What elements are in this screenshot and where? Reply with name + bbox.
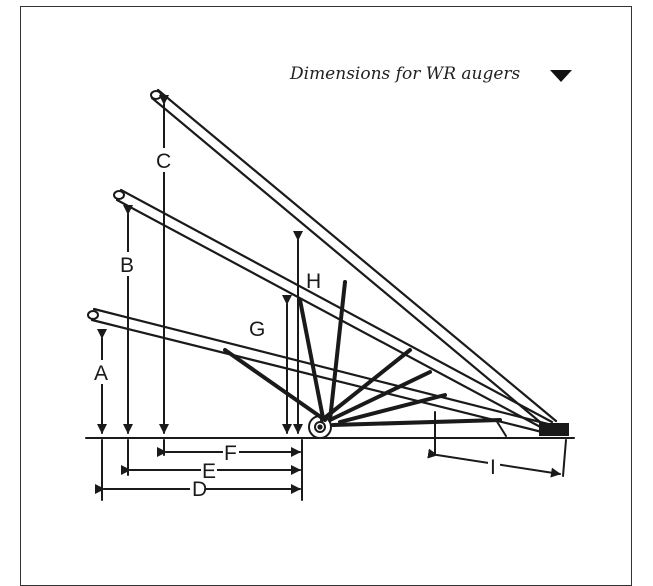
auger-dimension-diagram: A B C D E F G H I [85, 88, 575, 501]
intake-hopper [495, 419, 569, 437]
label-C: C [156, 150, 171, 173]
label-I: I [490, 456, 496, 479]
label-D: D [192, 478, 207, 501]
label-A: A [94, 362, 108, 385]
triangle-down-icon [550, 70, 572, 82]
auger-tube-mid [115, 188, 554, 432]
support-struts [223, 280, 502, 427]
tube-end-high [150, 90, 162, 100]
figure-caption: Dimensions for WR augers [290, 64, 521, 84]
tube-end-mid [113, 190, 125, 200]
label-B: B [120, 254, 134, 277]
label-E: E [202, 460, 216, 483]
label-H: H [306, 270, 321, 293]
tube-end-low [87, 310, 99, 320]
auger-tube-high [150, 88, 558, 429]
transport-wheel [308, 415, 332, 439]
label-G: G [249, 318, 265, 341]
label-F: F [224, 442, 237, 465]
